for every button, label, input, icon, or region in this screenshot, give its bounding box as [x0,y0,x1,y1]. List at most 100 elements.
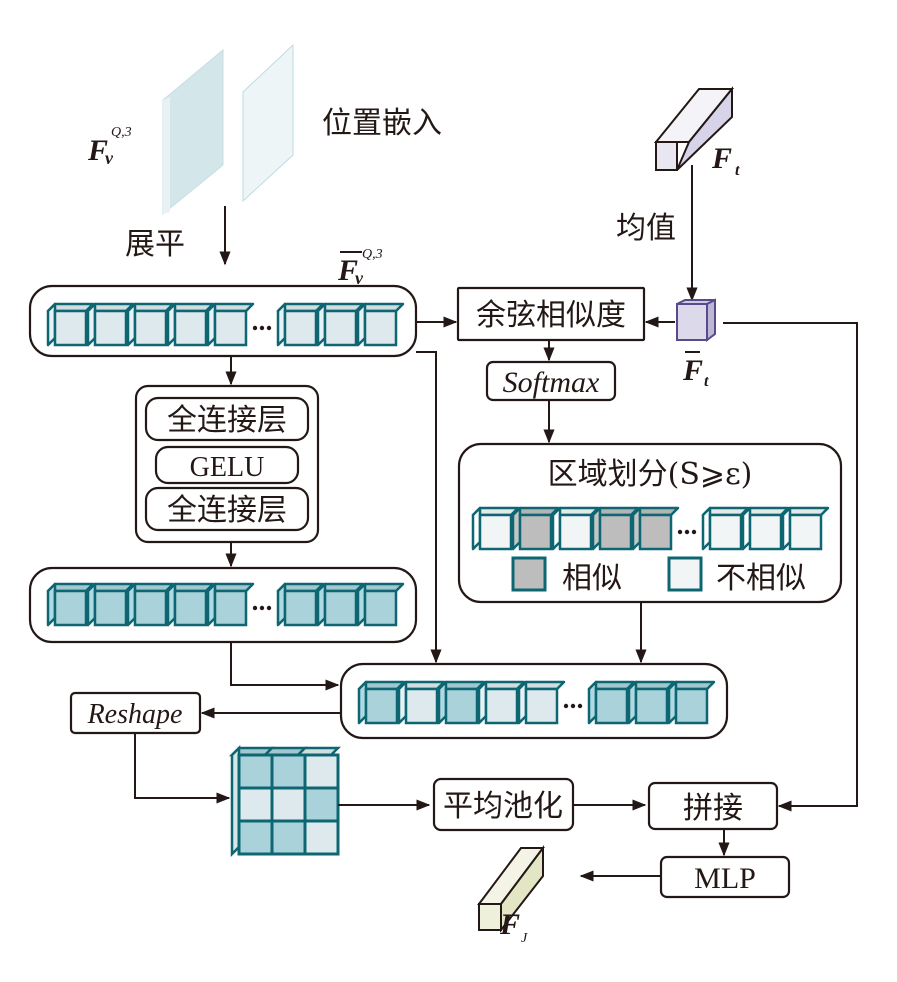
token-cube [437,680,486,725]
reshape-to-grid-line [134,733,231,804]
fvbar-sup: Q,3 [362,247,383,262]
region-division-title: 区域划分(S⩾ε) [548,457,753,492]
grid-cell [270,753,307,790]
avgpool-label: 平均池化 [443,789,563,824]
token-cube [356,302,405,347]
pos-embed-label: 位置嵌入 [322,106,442,141]
grid-cell [303,819,340,856]
row2-to-merged-line [230,642,340,691]
fv-label: F [87,134,108,167]
mlp-label: MLP [694,862,756,895]
token-cube [166,582,215,627]
token-cube [701,506,750,551]
grid-cell [303,753,340,790]
token-cube [166,302,215,347]
legend-similar-swatch [511,556,547,592]
token-cube [591,506,640,551]
ellipsis-dot [259,605,265,611]
token-cube [46,582,95,627]
ellipsis-dot [252,325,258,331]
fv-sup: Q,3 [111,125,132,140]
ellipsis-dot [570,703,576,709]
grid-cell [237,753,274,790]
token-cube [741,506,790,551]
row1-cubes [46,302,405,347]
token-cube [316,582,365,627]
ft-text-feature [653,86,735,171]
legend-dissimilar-swatch [667,556,703,592]
token-cube [276,302,325,347]
token-cube [667,680,716,725]
row1-to-merged-line [416,351,442,664]
fv-sub: v [105,148,114,168]
ellipsis-dot [252,605,258,611]
token-cube [357,680,406,725]
grid-cell [303,786,340,823]
cosine-similarity-box [456,286,646,342]
concat-box [647,781,779,831]
ellipsis-dot [577,703,583,709]
reshaped-feature-grid [228,744,342,858]
ellipsis-dot [691,529,697,535]
token-cube [86,302,135,347]
ellipsis-dot [266,605,272,611]
token-cube [206,582,255,627]
gelu-box [154,445,300,485]
ellipsis-dot [677,529,683,535]
ellipsis-dot [684,529,690,535]
ftbar-label: F [682,354,703,387]
flatten-label: 展平 [125,227,185,262]
token-cube [126,582,175,627]
ellipsis-dot [259,325,265,331]
ft-label: F [711,142,732,175]
ellipsis-dot [266,325,272,331]
row-region-cubes [471,506,830,551]
ftbar-to-concat-line [723,322,858,812]
fc1-box [144,396,310,442]
ftbar-sub: t [704,373,709,390]
legend-similar-label: 相似 [562,561,622,596]
legend-dissimilar-label: 不相似 [716,561,806,596]
token-cube [471,506,520,551]
fj-label: F [499,908,520,941]
token-cube [397,680,446,725]
fj-sub: J [521,931,528,946]
row-fc-cubes [46,582,405,627]
token-cube [627,680,676,725]
feature-plane-pos-embed [242,43,294,203]
gelu-label: GELU [190,452,265,483]
token-cube [517,680,566,725]
grid-cell [270,819,307,856]
token-cube [276,582,325,627]
token-cube [551,506,600,551]
token-cube [511,506,560,551]
softmax-label: Softmax [503,366,600,399]
ft-sub: t [735,162,740,179]
ellipsis-dot [563,703,569,709]
reshape-label: Reshape [87,699,183,730]
fvbar-sub: v [355,268,364,288]
grid-cell [270,786,307,823]
row-merged-cubes [357,680,716,725]
token-cube [206,302,255,347]
grid-cell [237,786,274,823]
token-cube [781,506,830,551]
token-cube [356,582,405,627]
grid-cell [237,819,274,856]
cosine-similarity-label: 余弦相似度 [476,298,626,333]
ftbar-cube [676,298,716,342]
fc2-label: 全连接层 [167,493,287,528]
fvbar-label: F [337,254,358,287]
token-cube [126,302,175,347]
token-cube [316,302,365,347]
fc2-box [144,486,310,532]
softmax-box [485,360,617,402]
token-cube [86,582,135,627]
mean-label: 均值 [616,211,676,246]
token-cube [631,506,680,551]
token-cube [46,302,95,347]
fj-joint-feature [477,845,545,933]
token-cube [477,680,526,725]
feature-plane-fv [162,48,224,216]
